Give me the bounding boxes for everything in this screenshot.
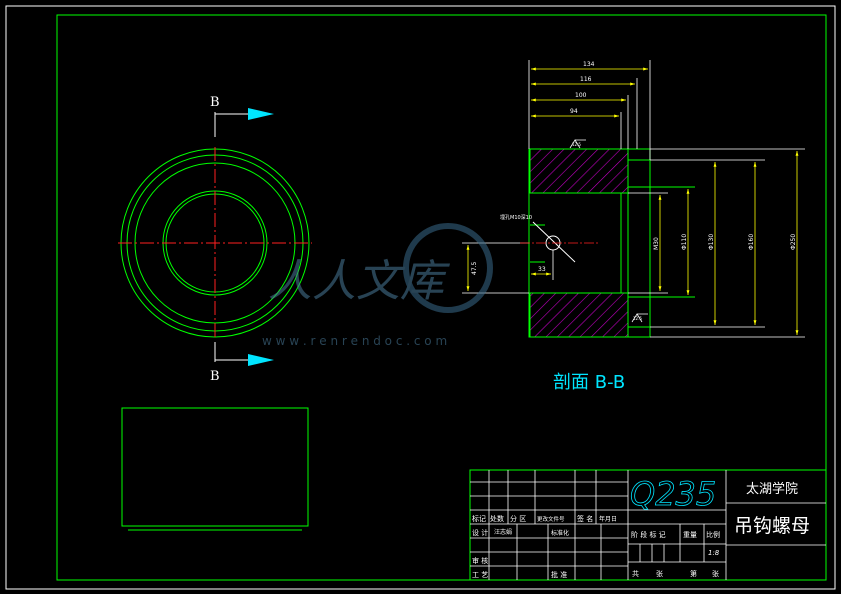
drawing-frame [56,14,827,581]
tb-process: 工 艺 [472,571,488,579]
tb-zone: 分 区 [510,514,526,523]
tb-scale: 1:8 [708,549,720,557]
watermark-url: w w w . r e n r e n d o c . c o m [262,334,447,348]
watermark-text: 人人文库 [268,256,451,307]
dim-134: 134 [583,61,595,68]
part-name: 吊钩螺母 [734,515,810,537]
side-view-rect [121,407,309,527]
tb-sign: 签 名 [577,514,593,523]
tb-designer: 汪志娟 [494,528,512,536]
roughness-top: 12.5 [572,142,581,147]
section-view: 埋孔M10深10 134 116 100 94 M3 [462,60,805,393]
section-arrow-top [248,108,274,120]
hole-note: 埋孔M10深10 [500,214,532,221]
section-arrow-bottom [248,354,274,366]
tb-sheet2: 张 [712,569,719,578]
tb-sheet: 张 [656,569,663,578]
tb-count: 处数 [490,514,504,523]
tb-design: 设 计 [472,528,488,537]
tb-ratio: 比例 [706,530,720,539]
watermark-logo-ring [403,223,493,313]
hatch-top [529,148,629,194]
roughness-bottom: 12.5 [633,316,642,321]
dim-94: 94 [570,108,578,115]
tb-total: 共 [632,569,639,578]
hatch-bottom [529,292,629,338]
side-view [121,407,309,531]
tb-docno: 更改文件号 [537,515,565,523]
dim-33: 33 [538,266,546,273]
dim-160: Φ160 [748,234,755,250]
section-marker-bottom: B [210,369,220,384]
title-block: Q235 太湖学院 吊钩螺母 标记 处数 分 区 更改文件号 签 名 年月日 设… [469,469,827,581]
school-name: 太湖学院 [746,481,798,497]
dim-250: Φ250 [790,234,797,250]
dim-130: Φ130 [708,234,715,250]
roughness-symbol-bottom [631,313,648,323]
section-title: 剖面 B-B [553,372,625,393]
dim-110: Φ110 [681,234,688,250]
tb-date: 年月日 [599,515,617,523]
tb-stage: 阶 段 标 记 [631,530,666,539]
section-marker-top: B [210,95,220,110]
dim-47: 47.5 [471,261,478,275]
dim-m30: M30 [653,237,660,250]
tb-review: 审 核 [472,556,488,565]
material-text: Q235 [630,475,716,513]
tb-mark: 标记 [472,514,486,523]
watermark: 人人文库 w w w . r e n r e n d o c . c o m [262,223,493,348]
sheet-outer-border [5,5,836,590]
tb-no: 第 [690,569,697,578]
tb-approve: 批 准 [551,570,567,579]
tb-weight: 重量 [683,531,697,539]
tb-std: 标准化 [551,529,569,537]
front-view: B B [118,95,312,384]
roughness-symbol-top [569,139,586,149]
dim-116: 116 [580,76,592,83]
hole-leader [532,221,576,263]
dim-100: 100 [575,92,587,99]
title-block-frame [469,469,827,581]
